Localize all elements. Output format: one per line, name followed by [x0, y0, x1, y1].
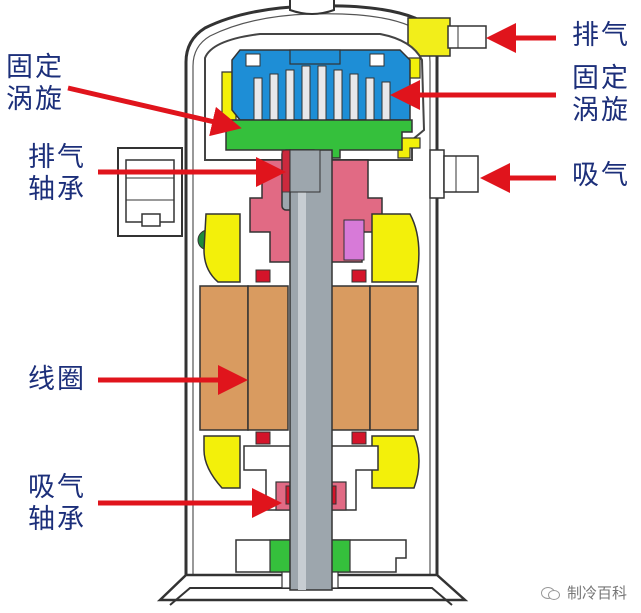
- discharge-bearing-core: [289, 149, 321, 193]
- label-coil: 线圈: [28, 364, 86, 395]
- discharge-pipe: [447, 25, 487, 49]
- scroll-bolt-right: [369, 53, 385, 67]
- label-suction: 吸气: [572, 160, 630, 191]
- suction-pipe: [443, 155, 479, 193]
- watermark: 制冷百科: [540, 582, 627, 603]
- top-fitting: [289, 0, 335, 15]
- scroll-bolt-left: [245, 53, 261, 67]
- suction-fitting: [429, 149, 479, 199]
- fixed-scroll-port: [289, 49, 341, 65]
- label-discharge: 排气: [572, 20, 630, 51]
- red-accent-ll: [255, 431, 271, 445]
- suction-channel: [397, 137, 421, 159]
- label-suction-bearing-1: 吸气: [28, 472, 86, 503]
- upper-counterweight-right: [371, 213, 420, 283]
- arrow-fixed-scroll-left: [67, 85, 242, 137]
- terminal-plug: [141, 213, 161, 227]
- stator-coil: [199, 285, 419, 431]
- label-fixed-scroll-right-1: 固定: [572, 63, 630, 94]
- crankshaft: [281, 149, 333, 591]
- red-accent-ul: [255, 269, 271, 283]
- stator-right-outer: [369, 285, 419, 431]
- callout-arrows: [67, 23, 556, 518]
- label-suction-bearing-2: 轴承: [28, 504, 86, 535]
- discharge-fitting: [407, 17, 487, 57]
- stator-right-inner: [329, 285, 371, 431]
- label-discharge-bearing-2: 轴承: [28, 174, 86, 205]
- suction-collar: [429, 149, 445, 199]
- stator-left-inner: [247, 285, 289, 431]
- fixed-scroll: [231, 49, 411, 121]
- crankshaft-highlight: [298, 150, 306, 590]
- red-accent-lr: [351, 431, 367, 445]
- terminal-box: [117, 147, 183, 237]
- upper-counterweight-left: [203, 213, 241, 283]
- lower-counterweight-right: [371, 435, 420, 489]
- discharge-nut: [407, 17, 451, 57]
- stator-left-outer: [199, 285, 249, 431]
- orbiting-scroll: [225, 119, 413, 159]
- watermark-text: 制冷百科: [566, 584, 627, 602]
- crankshaft-body: [289, 149, 333, 591]
- label-fixed-scroll-right-2: 涡旋: [572, 95, 630, 126]
- lower-counterweight-left: [203, 435, 241, 489]
- wechat-icon: [540, 586, 561, 600]
- oldham-pin: [343, 219, 365, 261]
- label-fixed-scroll-left-2: 涡旋: [6, 84, 64, 115]
- label-discharge-bearing-1: 排气: [28, 142, 86, 173]
- label-fixed-scroll-left-1: 固定: [6, 52, 64, 83]
- red-accent-ur: [351, 269, 367, 283]
